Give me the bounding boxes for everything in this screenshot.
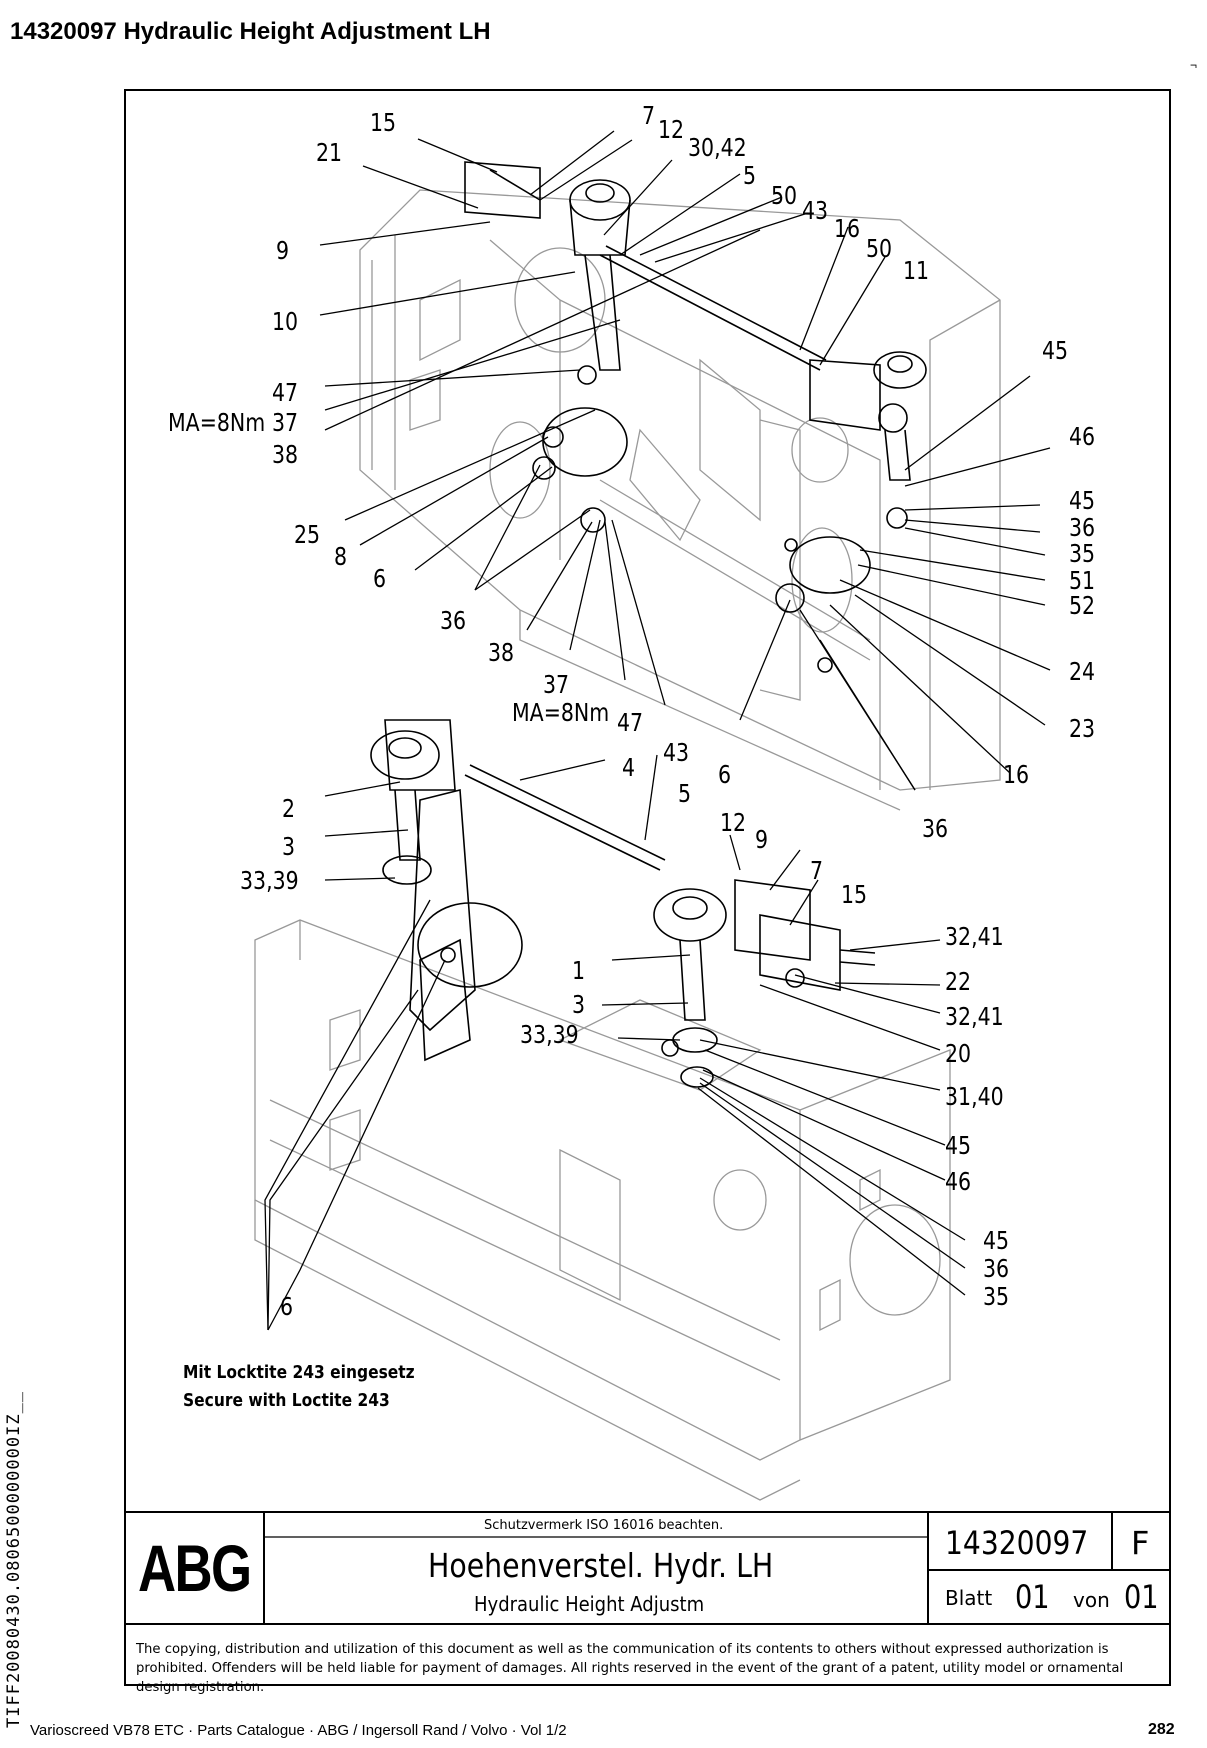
abg-logo: ABG [138, 1531, 252, 1605]
callout-36: 36 [1069, 513, 1096, 542]
callout-50: 50 [771, 181, 798, 210]
callout-50: 50 [866, 234, 893, 263]
callout-30-42: 30,42 [688, 133, 747, 162]
torque-note: MA=8Nm [168, 408, 266, 437]
callout-15: 15 [370, 108, 397, 137]
callout-33-39: 33,39 [520, 1020, 579, 1049]
callout-20: 20 [945, 1039, 972, 1068]
callout-5: 5 [678, 779, 692, 808]
callout-52: 52 [1069, 591, 1096, 620]
page-title: 14320097 Hydraulic Height Adjustment LH [10, 18, 491, 45]
callout-45: 45 [1069, 486, 1096, 515]
loctite-note-en: Secure with Loctite 243 [183, 1390, 390, 1411]
page-number: 282 [1148, 1721, 1175, 1738]
callout-3: 3 [572, 990, 586, 1019]
callout-36: 36 [440, 606, 467, 635]
callout-24: 24 [1069, 657, 1096, 686]
torque-note: MA=8Nm [512, 698, 610, 727]
callout-2: 2 [282, 794, 296, 823]
copyright-notice: The copying, distribution and utilizatio… [136, 1642, 1124, 1695]
callout-32-41: 32,41 [945, 922, 1004, 951]
callout-16: 16 [1003, 760, 1030, 789]
drawing-title-de: Hoehenverstel. Hydr. LH [428, 1546, 774, 1585]
callout-33-39: 33,39 [240, 866, 299, 895]
callout-1: 1 [572, 956, 586, 985]
callout-12: 12 [720, 808, 747, 837]
callout-35: 35 [983, 1282, 1010, 1311]
callout-45: 45 [945, 1131, 972, 1160]
callout-35: 35 [1069, 539, 1096, 568]
callout-46: 46 [945, 1167, 972, 1196]
sheet-label: Blatt [945, 1586, 993, 1610]
callout-47: 47 [617, 708, 644, 737]
callout-25: 25 [294, 520, 321, 549]
callout-6: 6 [280, 1292, 294, 1321]
callout-7: 7 [810, 856, 824, 885]
callout-36: 36 [922, 814, 949, 843]
callout-7: 7 [642, 101, 656, 130]
title-block-lines [124, 1511, 1171, 1625]
callout-21: 21 [316, 138, 343, 167]
callout-6: 6 [373, 564, 387, 593]
callout-32-41: 32,41 [945, 1002, 1004, 1031]
callout-36: 36 [983, 1254, 1010, 1283]
callout-51: 51 [1069, 566, 1096, 595]
callout-6: 6 [718, 760, 732, 789]
callout-4: 4 [622, 753, 636, 782]
leader-lines [264, 130, 1051, 1331]
drawing-frame [124, 89, 1171, 1686]
protection-note: Schutzvermerk ISO 16016 beachten. [484, 1518, 724, 1533]
callout-37: 37 [272, 408, 299, 437]
callout-3: 3 [282, 832, 296, 861]
callout-45: 45 [983, 1226, 1010, 1255]
callout-12: 12 [658, 115, 685, 144]
callout-10: 10 [272, 307, 299, 336]
drawing-number: 14320097 [945, 1524, 1089, 1562]
sheet-total: 01 [1124, 1578, 1159, 1616]
component-linework [370, 161, 927, 1088]
callout-46: 46 [1069, 422, 1096, 451]
frame-linework [254, 189, 1001, 1501]
callout-22: 22 [945, 967, 972, 996]
side-document-code: TIFF20080430.0806500000000IZ__ [4, 1390, 24, 1728]
callout-43: 43 [802, 196, 829, 225]
loctite-note-de: Mit Locktite 243 eingesetz [183, 1362, 415, 1383]
sheet-number: 01 [1015, 1578, 1050, 1616]
callout-38: 38 [488, 638, 515, 667]
revision: F [1131, 1524, 1150, 1562]
callout-37: 37 [543, 670, 570, 699]
callout-9: 9 [276, 236, 290, 265]
callout-15: 15 [841, 880, 868, 909]
callout-45: 45 [1042, 336, 1069, 365]
callout-11: 11 [903, 256, 930, 285]
corner-mark: ¬ [1190, 58, 1198, 72]
callout-9: 9 [755, 825, 769, 854]
footer-text: Varioscreed VB78 ETC · Parts Catalogue ·… [30, 1722, 567, 1739]
callout-38: 38 [272, 440, 299, 469]
of-label: von [1073, 1588, 1110, 1612]
callout-43: 43 [663, 738, 690, 767]
callout-31-40: 31,40 [945, 1082, 1004, 1111]
callout-16: 16 [834, 214, 861, 243]
callout-23: 23 [1069, 714, 1096, 743]
drawing-title-en: Hydraulic Height Adjustm [474, 1592, 705, 1616]
callout-5: 5 [743, 161, 757, 190]
callout-47: 47 [272, 378, 299, 407]
callout-8: 8 [334, 542, 348, 571]
